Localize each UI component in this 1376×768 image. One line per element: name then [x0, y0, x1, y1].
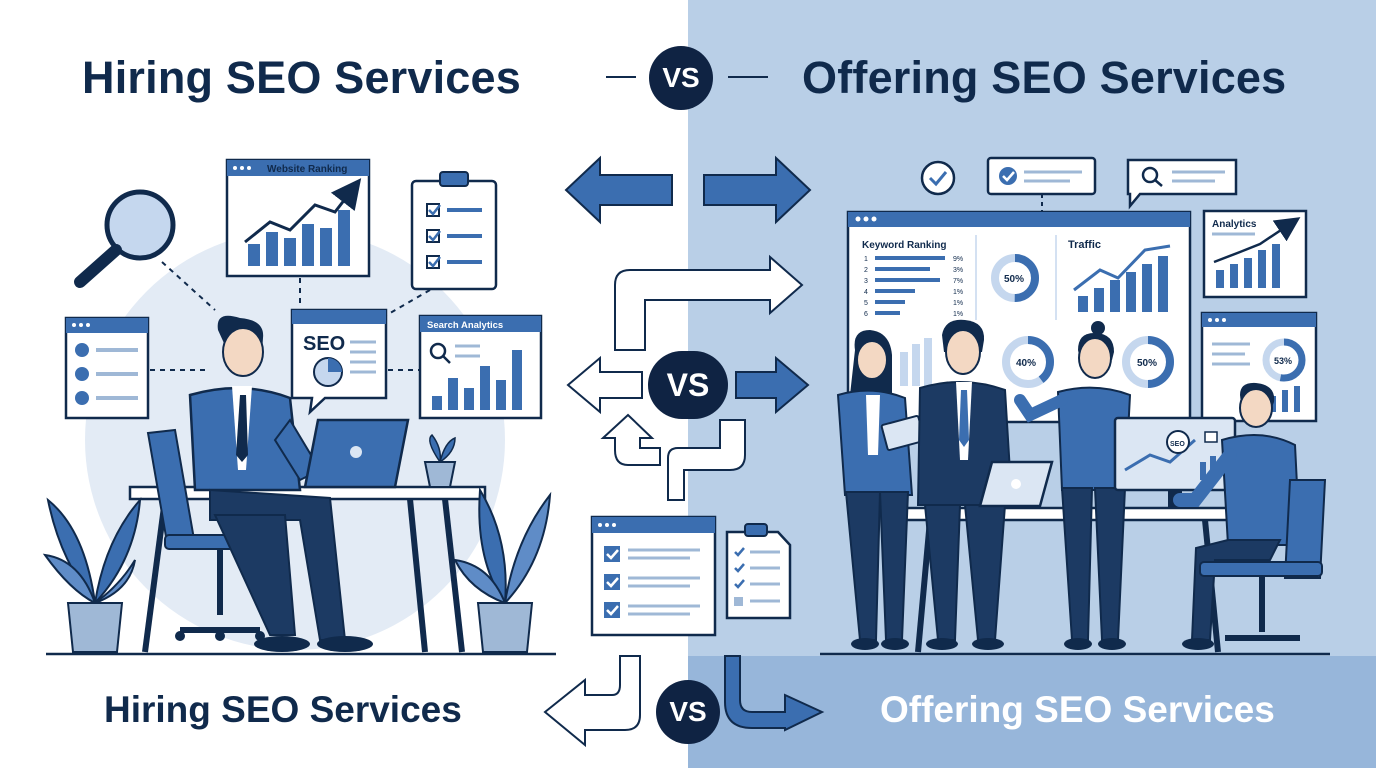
keyword-pct-3: 7% [953, 278, 963, 285]
header-left-title: Hiring SEO Services [82, 52, 521, 103]
monitor-seo-label: SEO [1170, 441, 1185, 448]
center-checklist-window [590, 515, 717, 637]
footer-vs-badge: VS [656, 680, 720, 744]
list-window [64, 316, 150, 420]
keyword-rank-3: 3 [864, 278, 868, 285]
keyword-pct-4: 1% [953, 289, 963, 296]
footer-right-title: Offering SEO Services [880, 689, 1275, 730]
side-donut-value: 53% [1274, 356, 1292, 366]
right-woman-presenting-figure [1014, 321, 1132, 641]
search-analytics-label: Search Analytics [427, 320, 503, 331]
left-plant-icon [42, 497, 142, 653]
magnifier-icon [74, 189, 176, 288]
right-woman-with-tablet-figure [836, 330, 926, 641]
right-table-laptop-icon [978, 460, 1054, 508]
center-clipboard-icon [725, 523, 792, 620]
keyword-ranking-label: Keyword Ranking [862, 240, 946, 251]
donut-mid-right-value: 50% [1137, 358, 1157, 369]
keyword-rank-6: 6 [864, 311, 868, 318]
keyword-rank-5: 5 [864, 300, 868, 307]
left-laptop-icon [303, 418, 410, 489]
header-right-title: Offering SEO Services [802, 52, 1287, 103]
center-vs-badge: VS [648, 351, 728, 419]
search-analytics-window [418, 314, 543, 420]
traffic-label: Traffic [1068, 239, 1101, 251]
dashboard-board [846, 210, 1192, 424]
desk-plant-icon [423, 433, 457, 488]
check-message-bubble [986, 156, 1097, 196]
header-dash-right [728, 76, 768, 78]
seo-bubble-label: SEO [303, 333, 345, 355]
donut-top-value: 50% [1004, 274, 1024, 285]
analytics-label: Analytics [1212, 219, 1257, 230]
website-ranking-window [225, 158, 371, 278]
right-chair [1199, 479, 1327, 641]
check-badge-icon [920, 160, 956, 196]
keyword-pct-6: 1% [953, 311, 963, 318]
right-group-shoes [851, 638, 1214, 650]
analytics-window [1202, 209, 1308, 299]
keyword-pct-2: 3% [953, 267, 963, 274]
keyword-pct-1: 9% [953, 256, 963, 263]
search-message-bubble [1126, 158, 1238, 210]
keyword-rank-numbers: 1 2 3 4 5 6 9% 3% 7% 1% 1% 1% [864, 256, 963, 318]
keyword-rank-2: 2 [864, 267, 868, 274]
right-man-in-suit-figure [916, 319, 1014, 641]
left-scene-right-plant-icon [453, 486, 552, 653]
checklist-clipboard-icon [410, 171, 498, 291]
left-man-figure [188, 315, 373, 652]
header-vs-badge: VS [649, 46, 713, 110]
keyword-rank-4: 4 [864, 289, 868, 296]
keyword-pct-5: 1% [953, 300, 963, 307]
footer-left-title: Hiring SEO Services [104, 689, 462, 730]
center-arrows [543, 155, 825, 748]
keyword-rank-1: 1 [864, 256, 868, 263]
header-dash-left [606, 76, 636, 78]
website-ranking-label: Website Ranking [267, 164, 347, 175]
donut-mid-left-value: 40% [1016, 358, 1036, 369]
seo-report-bubble [290, 308, 388, 416]
